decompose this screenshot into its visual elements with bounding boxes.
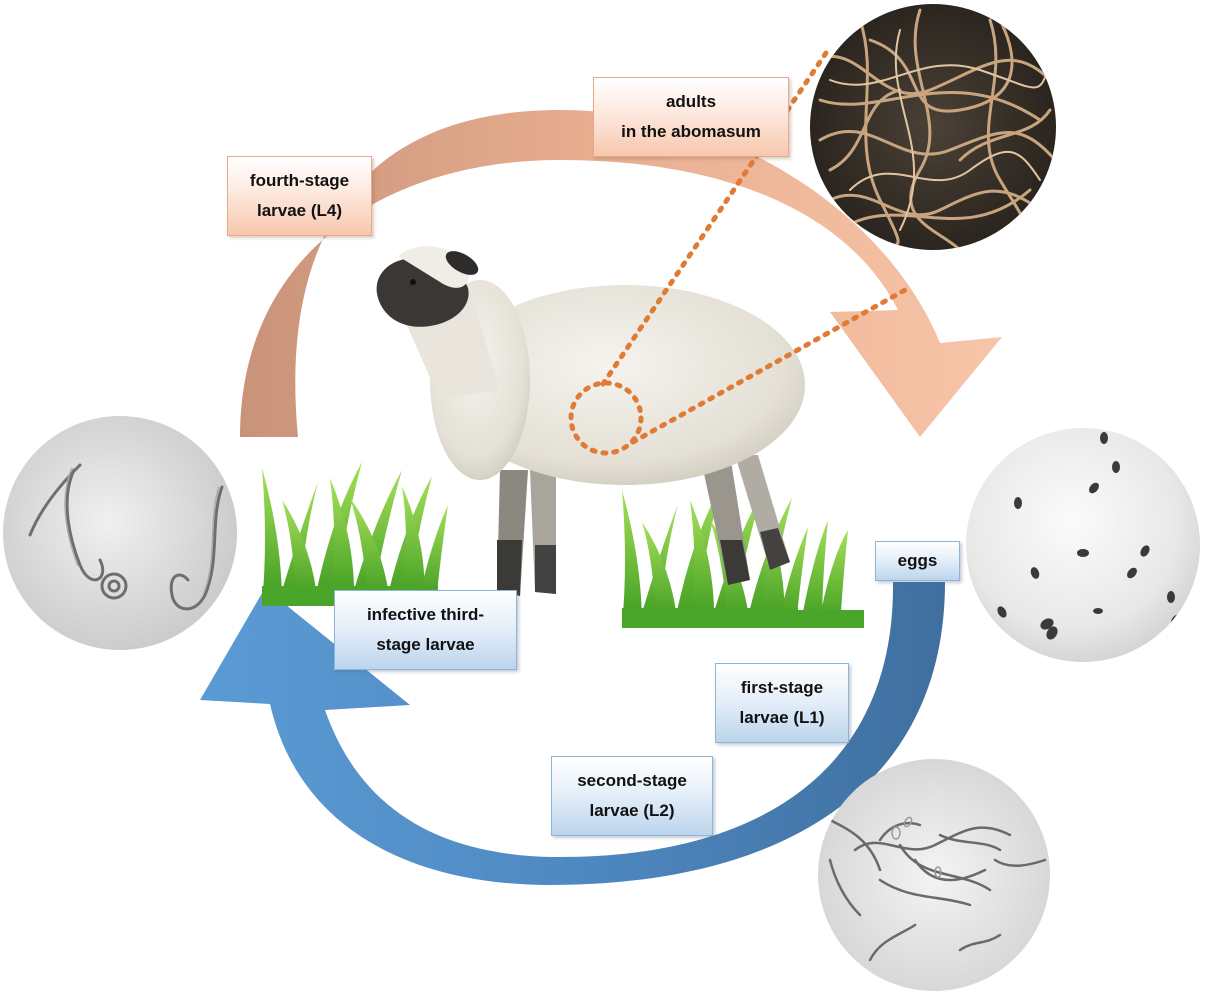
label-infective-third-stage-larvae: infective third- stage larvae xyxy=(334,590,517,670)
label-first-stage-larvae: first-stage larvae (L1) xyxy=(715,663,849,743)
adult-worms-photo xyxy=(810,4,1056,250)
eggs-micrograph xyxy=(966,428,1200,662)
label-second-stage-larvae: second-stage larvae (L2) xyxy=(551,756,713,836)
l1-l2-larvae-micrograph xyxy=(818,759,1050,991)
l3-larvae-micrograph xyxy=(3,416,237,650)
grass-left xyxy=(262,462,448,606)
label-fourth-stage-larvae: fourth-stage larvae (L4) xyxy=(227,156,372,236)
label-adults-in-abomasum: adults in the abomasum xyxy=(593,77,789,157)
label-eggs: eggs xyxy=(875,541,960,581)
